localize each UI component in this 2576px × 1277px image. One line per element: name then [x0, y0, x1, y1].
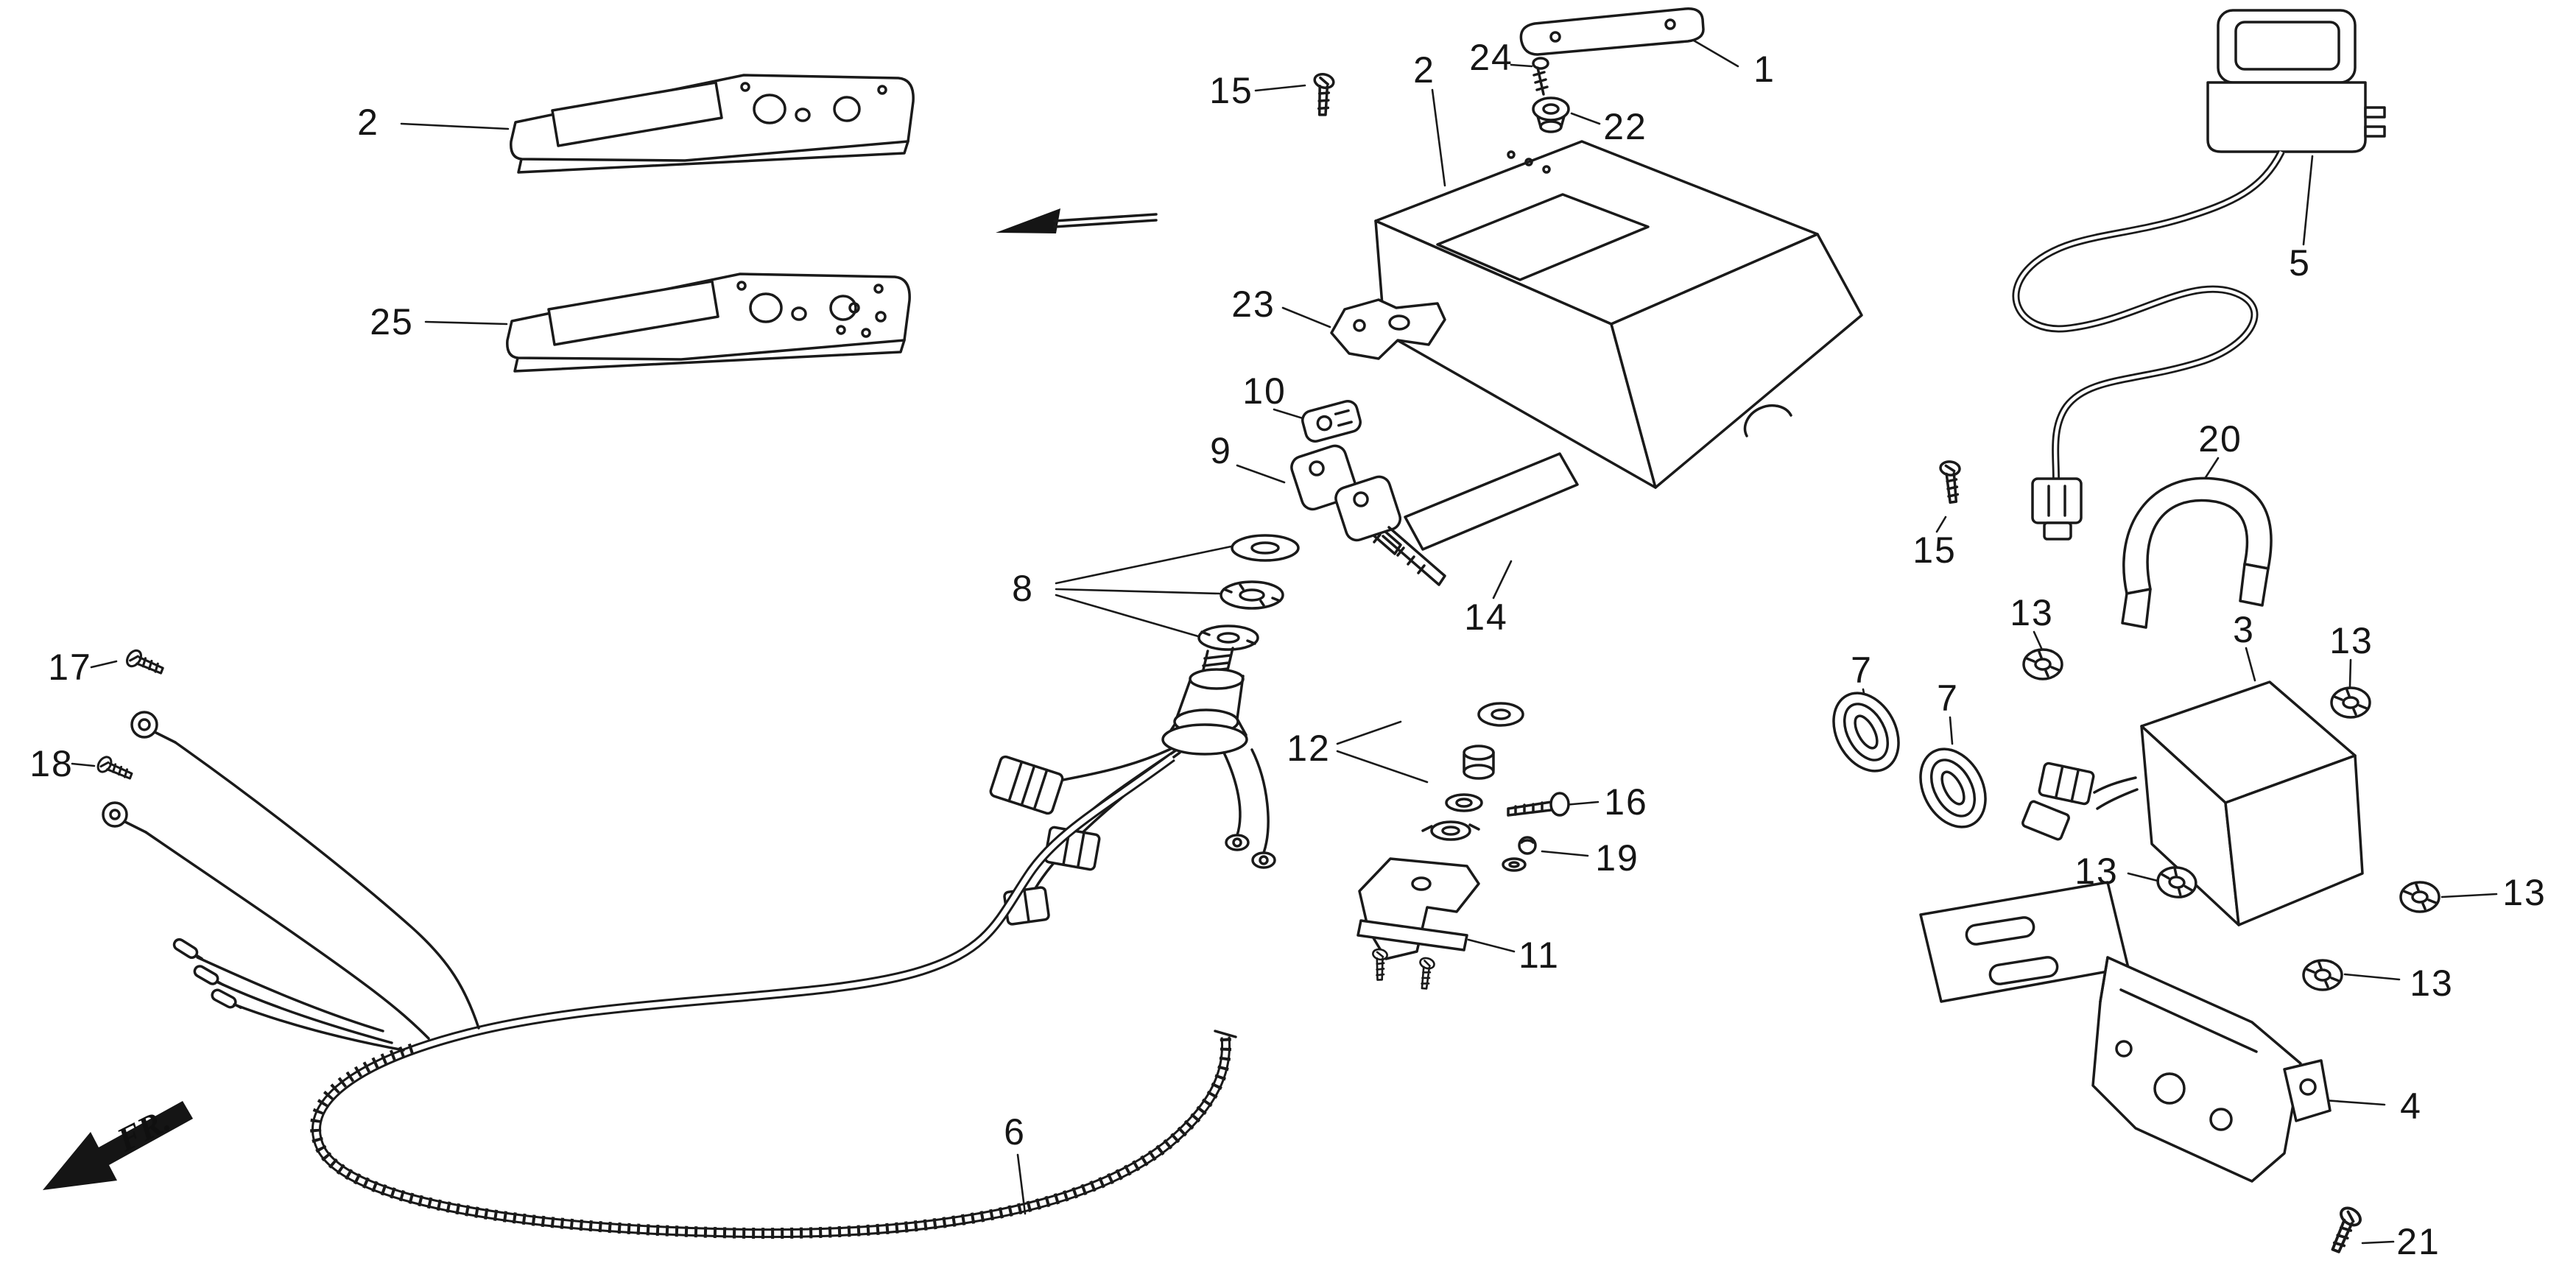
- label-plate-part-14: [1404, 452, 1579, 551]
- callout-part-14: 14: [1464, 597, 1508, 638]
- wire-harness-part-6: [102, 711, 1237, 1239]
- switch-base-bracket-part-11: [1356, 857, 1480, 991]
- bracket-plate-part-1: [1519, 7, 1705, 56]
- callout-part-6: 6: [1004, 1111, 1026, 1153]
- callout-part-2-faceplate: 2: [357, 102, 379, 143]
- callout-part-13-c: 13: [2074, 851, 2119, 892]
- callout-part-4: 4: [2400, 1086, 2422, 1127]
- grommet-washer-part-13-b: [2330, 686, 2371, 719]
- harness-connector: [989, 755, 1064, 815]
- callout-part-17: 17: [48, 647, 92, 688]
- callout-part-13-a: 13: [2010, 592, 2054, 633]
- switch-washer-stack-part-8: [1197, 534, 1300, 651]
- switch-contact-parts-part-12: [1421, 702, 1524, 841]
- battery-charger-part-5: [2012, 9, 2386, 541]
- bolt-part-16: [1507, 792, 1570, 817]
- callout-part-16: 16: [1604, 781, 1648, 823]
- callout-part-11: 11: [1518, 935, 1560, 976]
- callout-part-12: 12: [1287, 728, 1331, 769]
- callout-part-7-a: 7: [1851, 650, 1873, 691]
- cdi-connector: [2021, 800, 2070, 841]
- fr-arrow-icon: [43, 1101, 193, 1190]
- callout-part-13-b: 13: [2329, 620, 2373, 661]
- meter-panel-faceplate-part-2: [510, 74, 915, 174]
- callout-part-25: 25: [370, 301, 414, 342]
- callout-part-13-e: 13: [2410, 963, 2454, 1004]
- meter-case-part-2: [1374, 140, 1863, 489]
- callout-part-1: 1: [1753, 49, 1776, 90]
- callout-part-15-mid: 15: [1912, 530, 1957, 571]
- grommet-washer-part-13-e: [2302, 959, 2343, 991]
- callout-part-18: 18: [29, 743, 74, 784]
- callout-part-23: 23: [1231, 284, 1275, 325]
- bolt-part-21: [2319, 1203, 2366, 1256]
- callout-part-24: 24: [1469, 37, 1513, 78]
- strap-bracket-part-20: [2121, 476, 2273, 629]
- callout-part-2-case: 2: [1413, 49, 1435, 91]
- callout-part-13-d: 13: [2502, 872, 2547, 913]
- cdi-unit-part-3: [2021, 680, 2364, 926]
- screw-part-17: [123, 646, 166, 684]
- callout-part-20: 20: [2198, 418, 2242, 460]
- grommet-part-7-a: [1819, 680, 1913, 784]
- meter-panel-faceplate-part-25: [506, 272, 911, 373]
- callout-part-10: 10: [1242, 370, 1287, 412]
- ignition-switch-body-part-12: [1161, 647, 1276, 869]
- screw-part-15-top: [1305, 71, 1337, 118]
- callout-part-8: 8: [1012, 568, 1034, 609]
- cdi-connector: [2038, 761, 2095, 806]
- screw-part-24: [1532, 57, 1549, 96]
- callout-part-22: 22: [1603, 106, 1647, 147]
- key-clip-part-10: [1301, 400, 1362, 443]
- washer-part-22: [1532, 96, 1570, 133]
- callout-part-7-b: 7: [1937, 678, 1959, 719]
- bracket-part-23: [1330, 298, 1446, 360]
- callout-part-3: 3: [2233, 609, 2255, 650]
- callout-part-15-top: 15: [1209, 70, 1253, 111]
- screw-part-15-mid: [1935, 459, 1963, 504]
- callout-part-5: 5: [2289, 242, 2311, 284]
- callout-part-19: 19: [1595, 837, 1639, 879]
- spring-washer-part-19: [1502, 836, 1537, 872]
- mount-bracket-part-4: [1919, 881, 2332, 1183]
- grommet-washer-part-13-a: [2022, 648, 2063, 680]
- callout-part-21: 21: [2396, 1221, 2440, 1262]
- grommet-part-7-b: [1906, 736, 2000, 840]
- screw-part-18: [94, 753, 135, 789]
- callout-part-9: 9: [1210, 430, 1232, 471]
- direction-arrow-icon: [996, 208, 1158, 233]
- grommet-washer-part-13-d: [2399, 881, 2440, 913]
